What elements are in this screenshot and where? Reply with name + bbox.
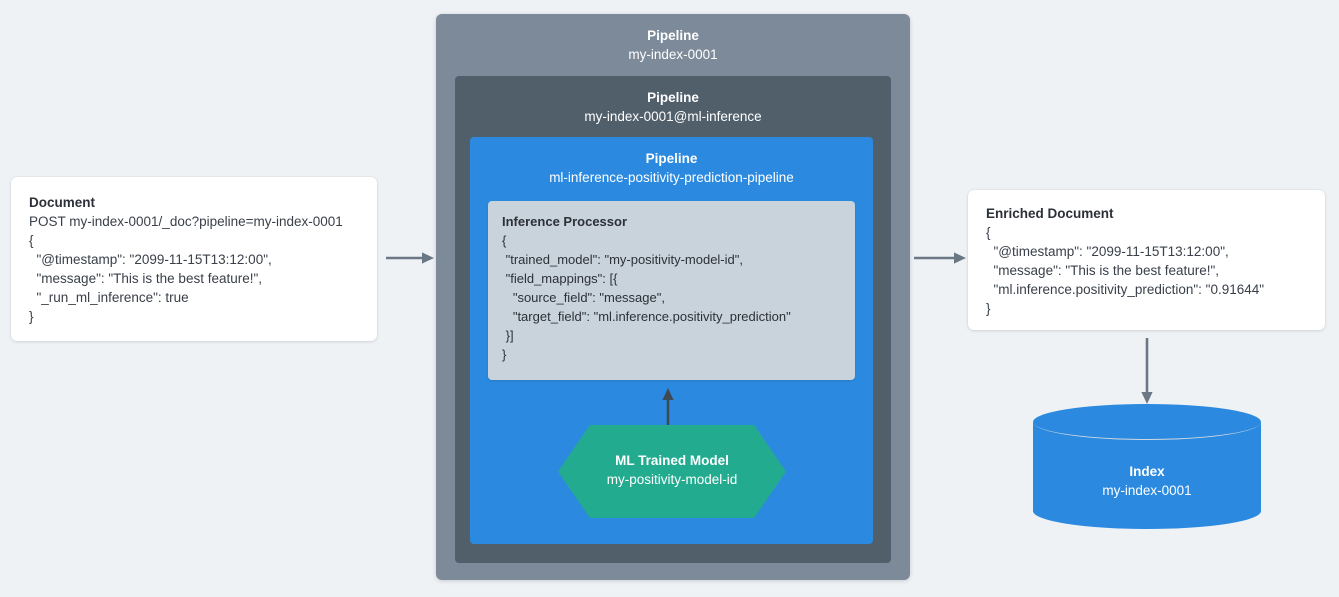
- arrow-document-to-pipeline-icon: [386, 248, 434, 268]
- cylinder-top-ellipse: [1033, 404, 1261, 440]
- inference-processor-line: "field_mappings": [{: [502, 271, 618, 286]
- inference-processor-line: "target_field": "ml.inference.positivity…: [502, 309, 791, 324]
- pipeline-outer-header: Pipeline my-index-0001: [436, 14, 910, 65]
- ml-trained-model-title: ML Trained Model: [615, 453, 729, 468]
- document-line: "_run_ml_inference": true: [29, 290, 189, 305]
- document-title: Document: [29, 195, 96, 210]
- inference-processor-line: {: [502, 233, 507, 248]
- document-card: Document POST my-index-0001/_doc?pipelin…: [11, 177, 377, 341]
- inference-processor-title: Inference Processor: [502, 214, 628, 229]
- pipeline-middle-header: Pipeline my-index-0001@ml-inference: [455, 76, 891, 127]
- pipeline-middle-name: my-index-0001@ml-inference: [584, 109, 762, 124]
- ml-trained-model-hexagon: ML Trained Model my-positivity-model-id: [558, 425, 786, 518]
- document-line: "@timestamp": "2099-11-15T13:12:00",: [29, 252, 272, 267]
- document-line: POST my-index-0001/_doc?pipeline=my-inde…: [29, 214, 343, 229]
- inference-processor-line: "trained_model": "my-positivity-model-id…: [502, 252, 743, 267]
- arrow-enriched-document-to-index-icon: [1137, 338, 1157, 404]
- inference-processor-line: }]: [502, 328, 514, 343]
- document-line: "message": "This is the best feature!",: [29, 271, 263, 286]
- cylinder-bottom-ellipse: [1033, 493, 1261, 529]
- enriched-document-line: "@timestamp": "2099-11-15T13:12:00",: [986, 244, 1229, 259]
- index-name: my-index-0001: [1102, 483, 1192, 498]
- enriched-document-line: }: [986, 301, 991, 316]
- inference-processor-line: "source_field": "message",: [502, 290, 665, 305]
- pipeline-inner-name: ml-inference-positivity-prediction-pipel…: [549, 170, 794, 185]
- ml-trained-model-name: my-positivity-model-id: [606, 472, 738, 487]
- pipeline-middle-title: Pipeline: [647, 90, 699, 105]
- inference-processor-card: Inference Processor { "trained_model": "…: [488, 201, 855, 380]
- pipeline-middle-ml-inference: Pipeline my-index-0001@ml-inference Pipe…: [455, 76, 891, 563]
- index-label: Index my-index-0001: [1033, 462, 1261, 501]
- pipeline-outer-name: my-index-0001: [628, 47, 718, 62]
- document-line: }: [29, 309, 34, 324]
- arrow-pipeline-to-enriched-document-icon: [914, 248, 966, 268]
- enriched-document-line: {: [986, 225, 991, 240]
- enriched-document-line: "message": "This is the best feature!",: [986, 263, 1220, 278]
- index-title: Index: [1129, 464, 1165, 479]
- pipeline-outer-my-index-0001: Pipeline my-index-0001 Pipeline my-index…: [436, 14, 910, 580]
- pipeline-inner-header: Pipeline ml-inference-positivity-predict…: [470, 137, 873, 188]
- inference-processor-line: }: [502, 347, 507, 362]
- enriched-document-line: "ml.inference.positivity_prediction": "0…: [986, 282, 1265, 297]
- index-cylinder: Index my-index-0001: [1033, 404, 1261, 529]
- enriched-document-title: Enriched Document: [986, 206, 1114, 221]
- arrow-ml-model-to-inference-processor-icon: [658, 388, 678, 428]
- pipeline-inner-title: Pipeline: [645, 151, 698, 166]
- document-line: {: [29, 233, 34, 248]
- pipeline-outer-title: Pipeline: [647, 28, 699, 43]
- pipeline-inner-positivity-prediction: Pipeline ml-inference-positivity-predict…: [470, 137, 873, 544]
- enriched-document-card: Enriched Document { "@timestamp": "2099-…: [968, 190, 1325, 330]
